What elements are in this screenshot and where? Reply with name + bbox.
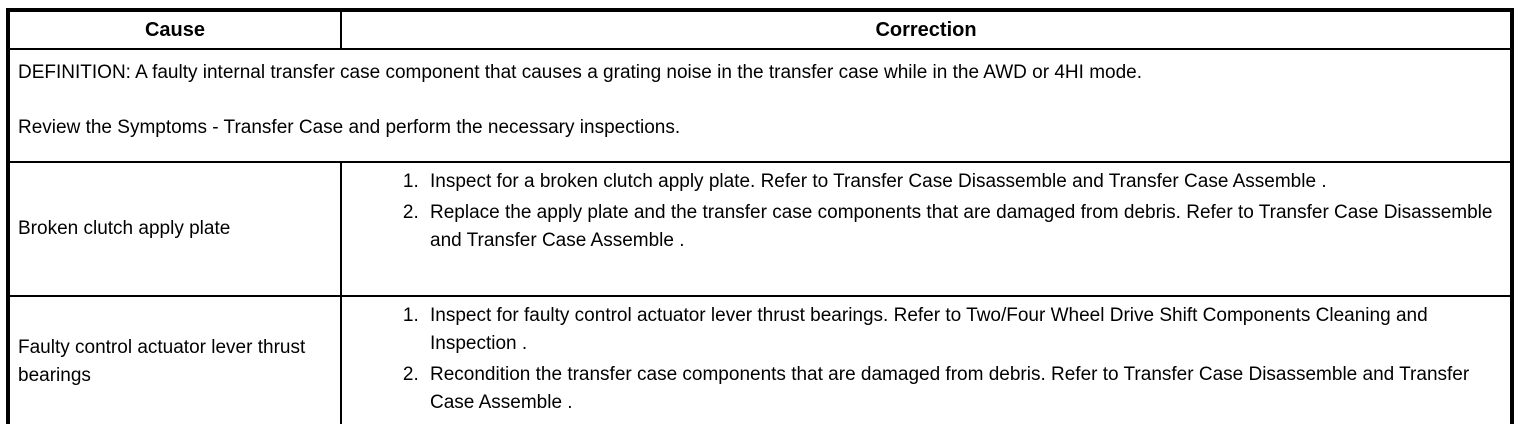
definition-cell: DEFINITION: A faulty internal transfer c… xyxy=(7,48,1513,163)
correction-steps-list: Inspect for faulty control actuator leve… xyxy=(342,302,1500,417)
correction-cell: Inspect for a broken clutch apply plate.… xyxy=(340,161,1513,297)
correction-column-header: Correction xyxy=(340,9,1513,50)
cause-cell-faulty-control-actuator-lever-thrust-bearings: Faulty control actuator lever thrust bea… xyxy=(7,295,342,424)
cause-cell-broken-clutch-apply-plate: Broken clutch apply plate xyxy=(7,161,342,297)
definition-text: DEFINITION: A faulty internal transfer c… xyxy=(18,62,1142,83)
correction-step: Recondition the transfer case components… xyxy=(424,361,1500,417)
review-symptoms-text: Review the Symptoms - Transfer Case and … xyxy=(18,117,681,138)
correction-step: Inspect for a broken clutch apply plate.… xyxy=(424,168,1500,196)
correction-steps-list: Inspect for a broken clutch apply plate.… xyxy=(342,168,1500,255)
table-row: Broken clutch apply plate Inspect for a … xyxy=(7,161,1513,297)
cause-correction-table: Cause Correction DEFINITION: A faulty in… xyxy=(6,8,1514,424)
cause-column-header: Cause xyxy=(7,9,342,50)
correction-cell: Inspect for faulty control actuator leve… xyxy=(340,295,1513,424)
correction-step: Replace the apply plate and the transfer… xyxy=(424,199,1500,255)
table-row: Faulty control actuator lever thrust bea… xyxy=(7,295,1513,424)
definition-row: DEFINITION: A faulty internal transfer c… xyxy=(7,48,1513,163)
correction-step: Inspect for faulty control actuator leve… xyxy=(424,302,1500,358)
header-row: Cause Correction xyxy=(7,9,1513,50)
